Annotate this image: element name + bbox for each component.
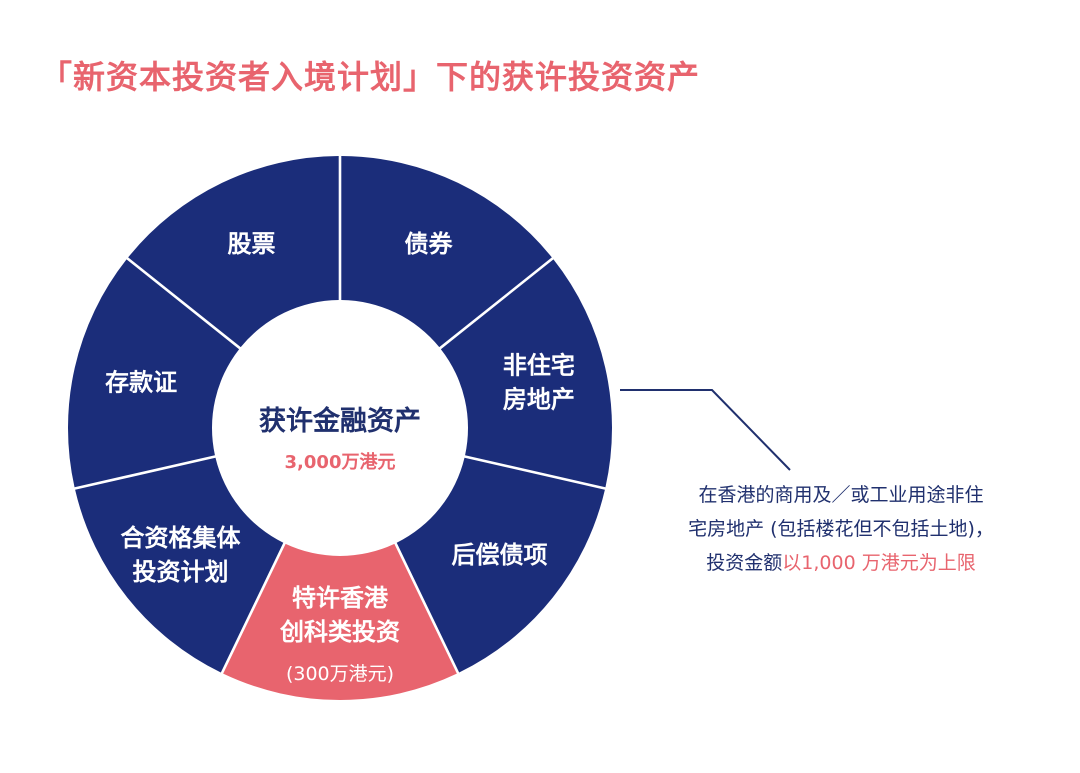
segment-label-line: 后偿债项 — [451, 541, 547, 569]
segment-label-line: 特许香港 — [292, 584, 389, 612]
segment-label-certificates-of-deposit: 存款证 — [105, 369, 177, 397]
segment-bonds — [341, 156, 552, 348]
segment-label-line: 创科类投资 — [279, 618, 400, 646]
note-line-1: 在香港的商用及／或工业用途非住 — [698, 484, 984, 506]
segment-collective-investment-schemes — [75, 457, 284, 673]
note-line-3-prefix: 投资金额 — [706, 552, 783, 574]
segment-label-line: 房地产 — [503, 386, 575, 414]
segment-label-line: 债券 — [405, 230, 454, 258]
segment-non-residential-real-estate — [440, 259, 612, 488]
segment-innovation-investment — [223, 543, 457, 700]
segment-certificates-of-deposit — [68, 259, 240, 488]
callout-connector-line — [620, 389, 791, 471]
note-line-3-highlight: 以1,000 万港元为上限 — [782, 552, 976, 574]
segment-label-innovation-investment: 特许香港创科类投资 (300万港元) — [279, 584, 400, 685]
center-disc — [214, 302, 466, 554]
segment-label-line: 存款证 — [105, 369, 177, 397]
center-title: 获许金融资产 — [259, 405, 421, 437]
segment-label-line: 合资格集体 — [121, 524, 242, 552]
segment-label-non-residential-real-estate: 非住宅房地产 — [503, 352, 575, 414]
center-amount: 3,000万港元 — [285, 452, 396, 473]
segment-sub-label: (300万港元) — [286, 663, 394, 685]
real-estate-callout-note: 在香港的商用及／或工业用途非住 宅房地产 (包括楼花但不包括土地)， 投资金额以… — [636, 478, 1046, 580]
segment-stocks — [128, 156, 339, 348]
segment-subordinated-debt — [396, 457, 605, 673]
segment-label-line: 非住宅 — [503, 352, 575, 380]
segment-label-subordinated-debt: 后偿债项 — [451, 541, 547, 569]
segment-label-line: 股票 — [227, 230, 275, 258]
wheel-segments — [68, 156, 612, 700]
note-line-3: 投资金额以1,000 万港元为上限 — [636, 546, 1046, 580]
note-line-2: 宅房地产 (包括楼花但不包括土地)， — [688, 518, 994, 540]
segment-label-bonds: 债券 — [405, 230, 454, 258]
segment-label-stocks: 股票 — [227, 230, 275, 258]
segment-label-line: 投资计划 — [133, 558, 229, 586]
segment-label-collective-investment-schemes: 合资格集体投资计划 — [121, 524, 242, 586]
page-title: 「新资本投资者入境计划」下的获许投资资产 — [40, 58, 701, 96]
